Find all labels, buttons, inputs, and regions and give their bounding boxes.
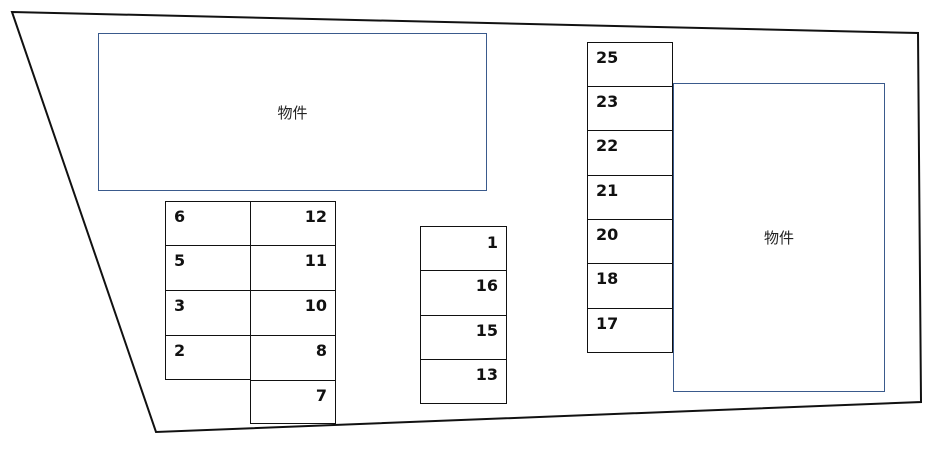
- parking-space[interactable]: 23: [587, 86, 673, 131]
- parking-space[interactable]: 11: [250, 245, 336, 291]
- space-number: 18: [596, 269, 619, 288]
- building-label: 物件: [763, 229, 794, 247]
- parking-space[interactable]: 8: [250, 335, 336, 381]
- parking-space[interactable]: 12: [250, 201, 336, 246]
- parking-space[interactable]: 16: [420, 270, 507, 316]
- parking-space[interactable]: 15: [420, 315, 507, 360]
- space-number: 10: [304, 296, 327, 315]
- space-number: 21: [596, 181, 619, 200]
- parking-space[interactable]: 3: [165, 290, 251, 336]
- building-label: 物件: [277, 103, 308, 122]
- space-number: 22: [596, 136, 619, 155]
- space-number: 5: [174, 251, 186, 270]
- space-number: 2: [174, 341, 186, 360]
- parking-space[interactable]: 20: [587, 219, 673, 264]
- parking-space[interactable]: 5: [165, 245, 251, 291]
- parking-space[interactable]: 17: [587, 308, 673, 353]
- space-number: 3: [174, 296, 186, 315]
- parking-space[interactable]: 21: [587, 175, 673, 220]
- building-right: 物件: [673, 83, 885, 392]
- parking-space[interactable]: 18: [587, 263, 673, 309]
- parking-space[interactable]: 10: [250, 290, 336, 336]
- space-number: 16: [475, 276, 498, 295]
- parking-space[interactable]: 7: [250, 380, 336, 424]
- parking-space[interactable]: 6: [165, 201, 251, 246]
- space-number: 23: [596, 92, 619, 111]
- building-top-left: 物件: [98, 33, 487, 191]
- space-number: 13: [475, 365, 498, 384]
- parking-space[interactable]: 13: [420, 359, 507, 404]
- parking-space[interactable]: 1: [420, 226, 507, 271]
- space-number: 7: [315, 386, 327, 405]
- space-number: 1: [486, 233, 498, 252]
- parking-space[interactable]: 22: [587, 130, 673, 176]
- parking-space[interactable]: 2: [165, 335, 251, 380]
- space-number: 11: [304, 251, 327, 270]
- space-number: 15: [475, 321, 498, 340]
- space-number: 12: [304, 207, 327, 226]
- space-number: 8: [315, 341, 327, 360]
- space-number: 6: [174, 207, 186, 226]
- space-number: 17: [596, 314, 619, 333]
- space-number: 25: [596, 48, 619, 67]
- space-number: 20: [596, 225, 619, 244]
- parking-space[interactable]: 25: [587, 42, 673, 87]
